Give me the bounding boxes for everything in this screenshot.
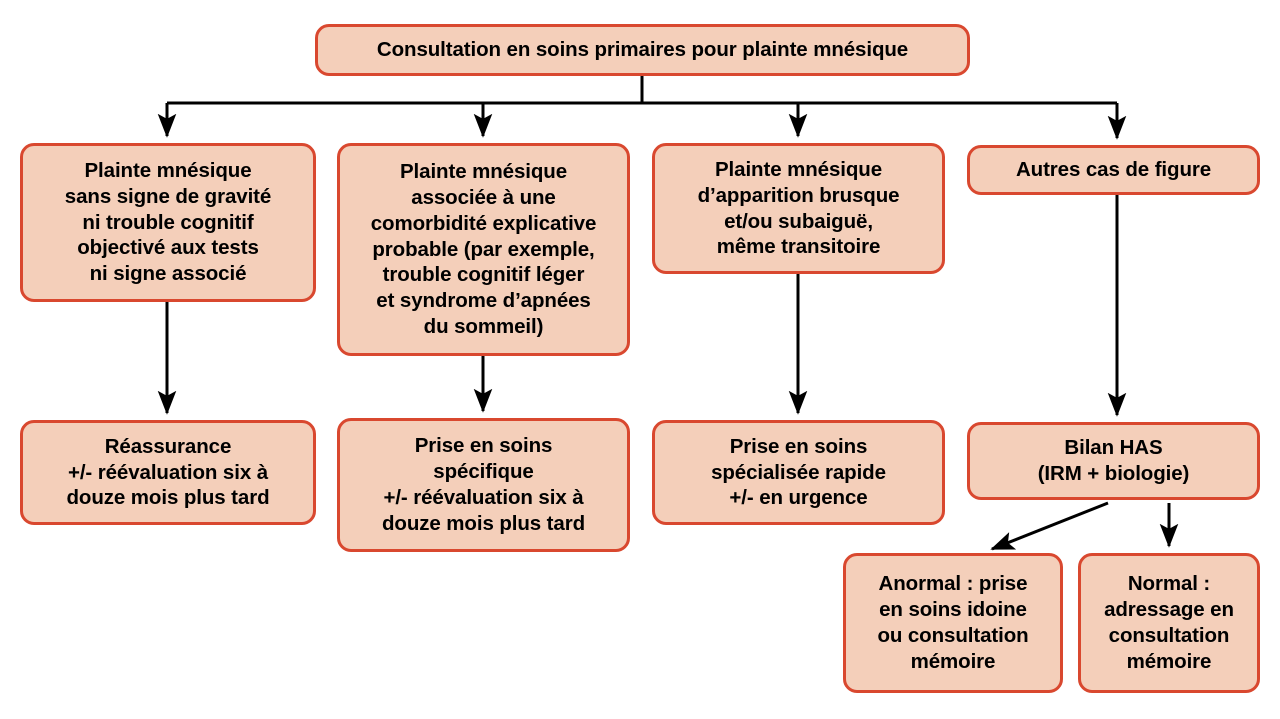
- node-branch-sudden-onset[interactable]: Plainte mnésique d’apparition brusque et…: [652, 143, 945, 274]
- node-outcome-bilan-has-label: Bilan HAS (IRM + biologie): [1037, 436, 1190, 485]
- node-branch-sudden-onset-label: Plainte mnésique d’apparition brusque et…: [697, 157, 900, 259]
- node-root-label: Consultation en soins primaires pour pla…: [376, 38, 909, 62]
- node-outcome-specific-care-label: Prise en soins spécifique +/- réévaluati…: [381, 434, 586, 535]
- node-outcome-reassurance[interactable]: Réassurance +/- réévaluation six à douze…: [20, 420, 316, 525]
- node-branch-comorbidity[interactable]: Plainte mnésique associée à une comorbid…: [337, 143, 630, 356]
- node-branch-other-cases[interactable]: Autres cas de figure: [967, 145, 1260, 195]
- node-outcome-rapid-specialized-care[interactable]: Prise en soins spécialisée rapide +/- en…: [652, 420, 945, 525]
- node-branch-comorbidity-label: Plainte mnésique associée à une comorbid…: [370, 160, 597, 339]
- node-result-abnormal[interactable]: Anormal : prise en soins idoine ou consu…: [843, 553, 1063, 693]
- node-root[interactable]: Consultation en soins primaires pour pla…: [315, 24, 970, 76]
- node-branch-no-severity[interactable]: Plainte mnésique sans signe de gravité n…: [20, 143, 316, 302]
- node-branch-no-severity-label: Plainte mnésique sans signe de gravité n…: [64, 158, 272, 286]
- node-outcome-bilan-has[interactable]: Bilan HAS (IRM + biologie): [967, 422, 1260, 500]
- node-outcome-reassurance-label: Réassurance +/- réévaluation six à douze…: [66, 434, 270, 510]
- node-result-normal-label: Normal : adressage en consultation mémoi…: [1104, 572, 1234, 673]
- node-outcome-rapid-specialized-care-label: Prise en soins spécialisée rapide +/- en…: [711, 434, 886, 510]
- node-result-abnormal-label: Anormal : prise en soins idoine ou consu…: [877, 572, 1029, 673]
- node-outcome-specific-care[interactable]: Prise en soins spécifique +/- réévaluati…: [337, 418, 630, 552]
- edge-outcome4-to-abnormal: [990, 501, 1109, 551]
- node-branch-other-cases-label: Autres cas de figure: [1015, 158, 1212, 182]
- node-result-normal[interactable]: Normal : adressage en consultation mémoi…: [1078, 553, 1260, 693]
